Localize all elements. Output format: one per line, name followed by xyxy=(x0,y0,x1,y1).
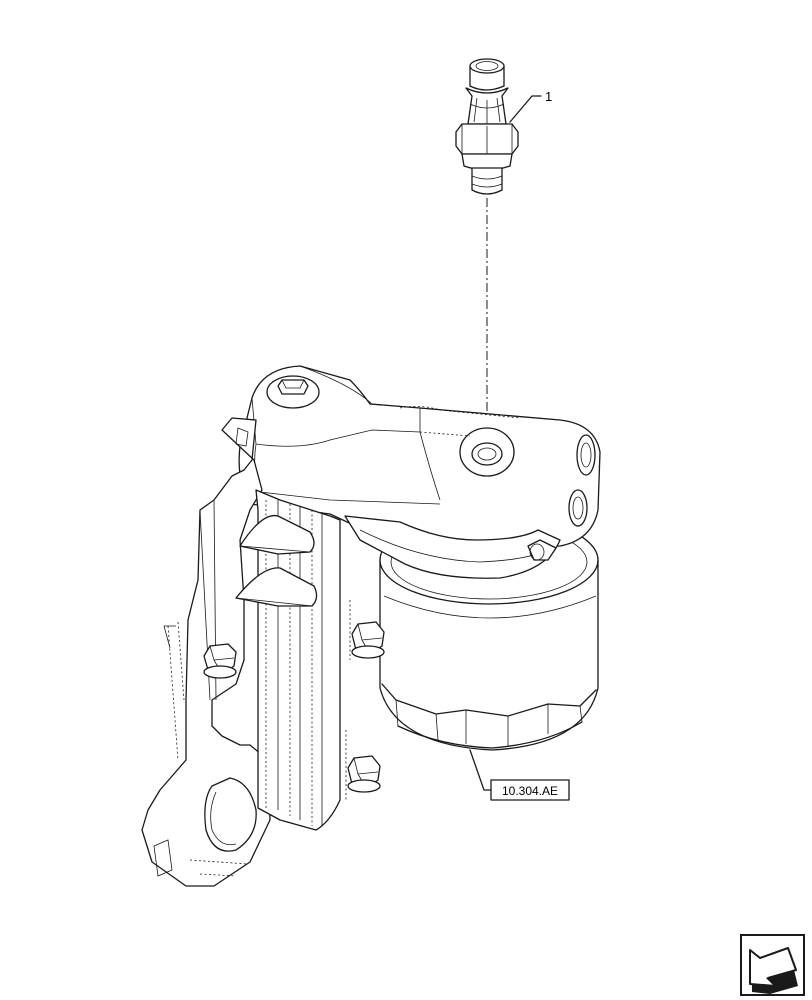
filter-reference-label[interactable]: 10.304.AE xyxy=(502,784,558,798)
pressure-sensor xyxy=(455,58,542,195)
filter-head xyxy=(238,365,601,579)
callout-1-label: 1 xyxy=(545,89,552,104)
bolt-right-lower xyxy=(345,730,381,800)
filter-reference-box[interactable] xyxy=(490,779,570,801)
bolt-right-upper xyxy=(349,600,385,660)
next-page-arrow-icon[interactable] xyxy=(740,934,805,996)
bolt-left xyxy=(203,643,237,679)
